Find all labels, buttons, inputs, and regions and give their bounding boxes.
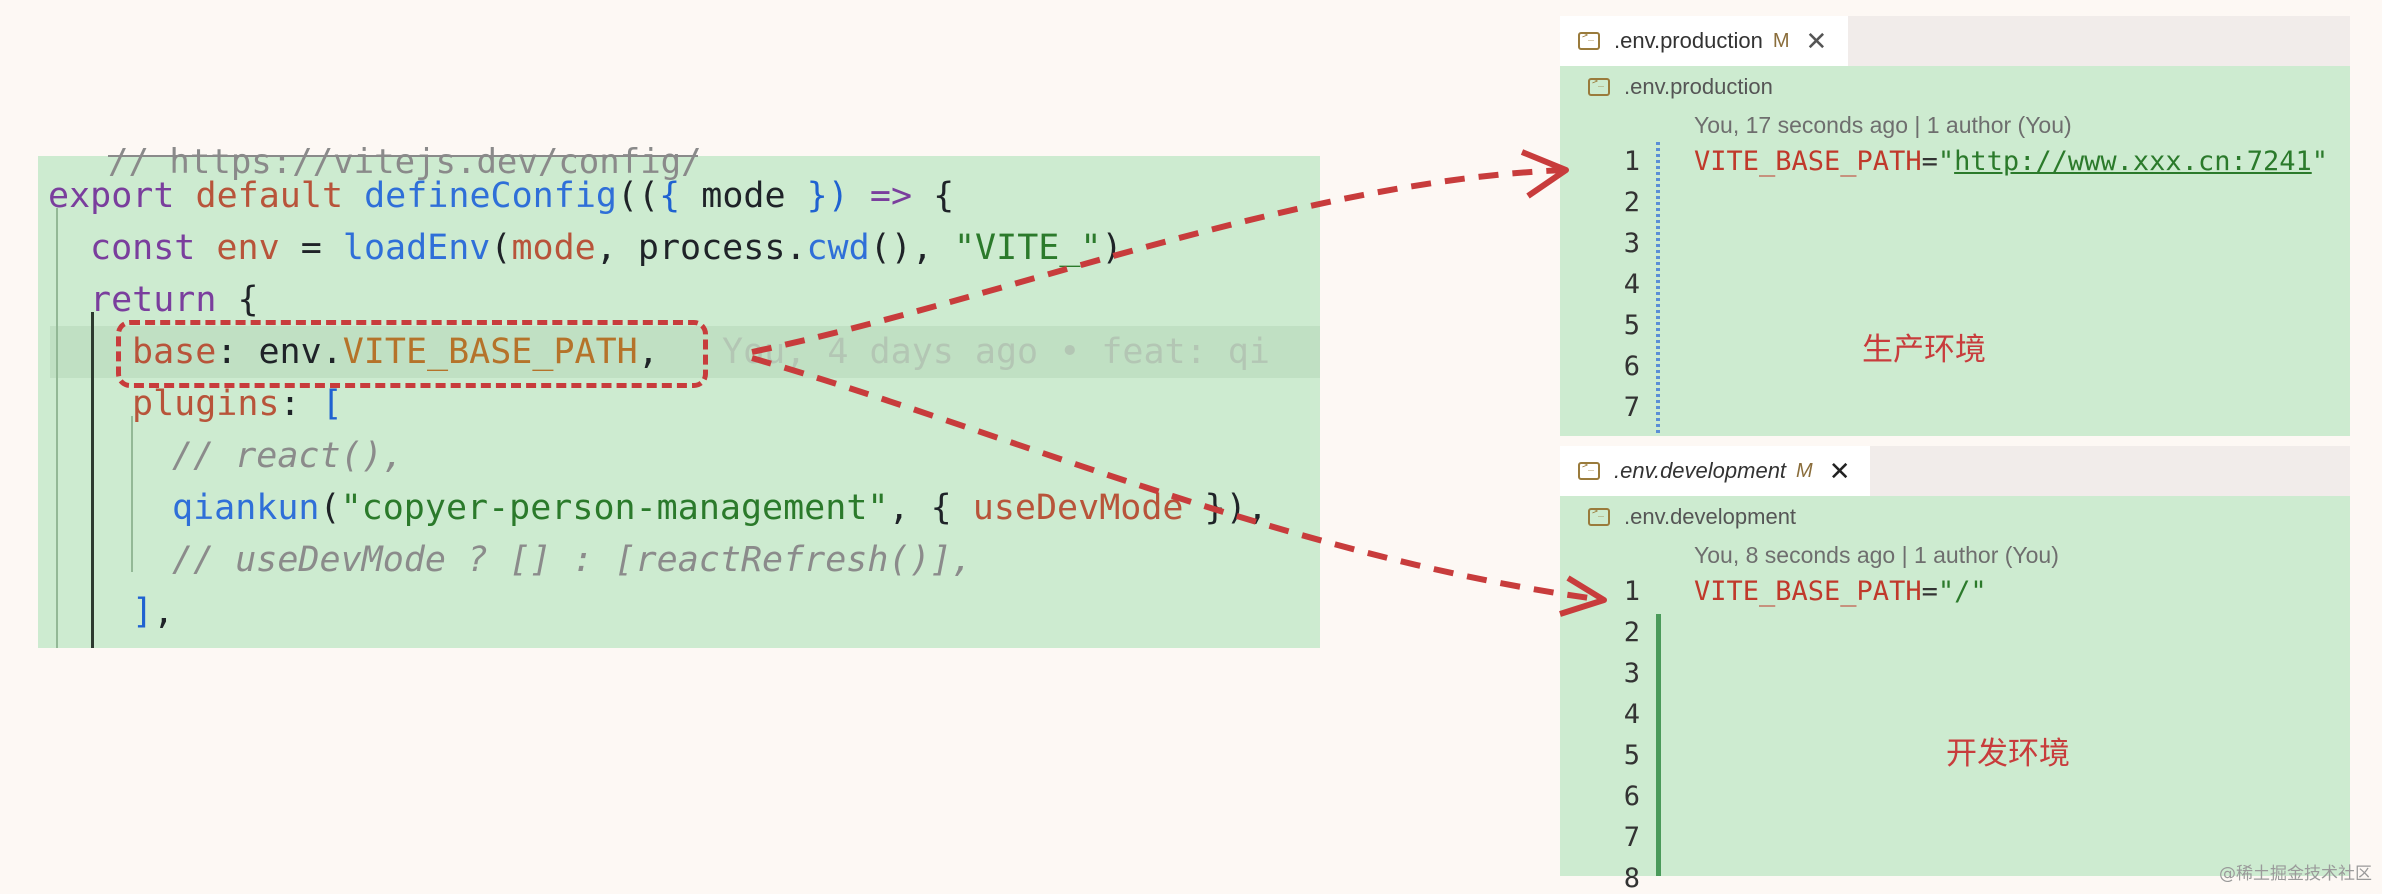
code-line-2: const env = loadEnv(mode, process.cwd(),… xyxy=(90,228,1123,268)
indent-guide-active xyxy=(91,312,94,648)
line-number: 7 xyxy=(1623,392,1640,423)
blame-info[interactable]: You, 8 seconds ago | 1 author (You) xyxy=(1694,542,2059,568)
watermark: @稀土掘金技术社区 xyxy=(2219,864,2372,884)
change-indicator xyxy=(1656,142,1660,436)
code-line-7: qiankun("copyer-person-management", { us… xyxy=(172,488,1268,528)
code-line-9: ], xyxy=(132,592,175,632)
tab-env-development[interactable]: .env.development M ✕ xyxy=(1560,446,1870,496)
line-number: 2 xyxy=(1623,187,1640,218)
development-editor: .env.development M ✕ .env.development Yo… xyxy=(1560,446,2350,894)
line-number: 1 xyxy=(1623,146,1640,177)
development-tab-bar: .env.development M ✕ xyxy=(1560,446,2350,496)
url-link: http://www.xxx.cn:7241 xyxy=(1954,146,2312,177)
line-number: 2 xyxy=(1623,617,1640,648)
arrowhead-development xyxy=(1559,575,1607,617)
modified-badge: M xyxy=(1772,29,1790,52)
code-line-1: export default defineConfig(({ mode }) =… xyxy=(48,176,955,216)
close-icon[interactable]: ✕ xyxy=(1828,455,1851,486)
production-editor-body: .env.production You, 17 seconds ago | 1 … xyxy=(1560,66,2350,436)
cut-off-comment: // https://vitejs.dev/config/ xyxy=(108,142,702,182)
indent-guide xyxy=(56,208,58,648)
line-number: 3 xyxy=(1623,228,1640,259)
close-icon[interactable]: ✕ xyxy=(1805,25,1828,56)
base-path-callout xyxy=(116,320,708,388)
env-line-1[interactable]: VITE_BASE_PATH="/" xyxy=(1694,576,1987,607)
code-line-4: base: env.VITE_BASE_PATH, You, 4 days ag… xyxy=(132,332,1270,372)
line-number: 6 xyxy=(1623,351,1640,382)
terminal-file-icon xyxy=(1578,30,1600,50)
terminal-file-icon xyxy=(1578,460,1600,480)
arrow-to-production xyxy=(751,167,1567,355)
line-number: 6 xyxy=(1623,781,1640,812)
code-line-3: return { xyxy=(90,280,259,320)
line-number: 8 xyxy=(1623,863,1640,894)
line-number: 3 xyxy=(1623,658,1640,689)
line-number: 5 xyxy=(1623,310,1640,341)
production-tab-bar: .env.production M ✕ xyxy=(1560,16,2350,66)
line-number: 1 xyxy=(1623,576,1640,607)
arrowhead-production xyxy=(1520,149,1569,199)
terminal-file-icon xyxy=(1588,506,1610,526)
breadcrumb[interactable]: .env.production xyxy=(1588,74,1773,100)
code-editor-panel: // https://vitejs.dev/config/ export def… xyxy=(38,142,1320,648)
blame-info[interactable]: You, 17 seconds ago | 1 author (You) xyxy=(1694,112,2072,138)
env-line-1[interactable]: VITE_BASE_PATH="http://www.xxx.cn:7241" xyxy=(1694,146,2328,177)
production-editor: .env.production M ✕ .env.production You,… xyxy=(1560,16,2350,436)
line-number: 5 xyxy=(1623,740,1640,771)
breadcrumb[interactable]: .env.development xyxy=(1588,504,1796,530)
indent-guide xyxy=(131,416,133,572)
current-line-highlight xyxy=(50,326,1320,378)
code-line-6: // react(), xyxy=(172,436,404,476)
development-editor-body: .env.development You, 8 seconds ago | 1 … xyxy=(1560,496,2350,894)
arrow-to-development xyxy=(751,355,1605,603)
line-number: 7 xyxy=(1623,822,1640,853)
tab-title: .env.production xyxy=(1614,28,1763,53)
change-indicator xyxy=(1656,614,1661,876)
line-number: 4 xyxy=(1623,699,1640,730)
development-label: 开发环境 xyxy=(1946,736,2070,772)
code-line-5: plugins: [ xyxy=(132,384,343,424)
tab-env-production[interactable]: .env.production M ✕ xyxy=(1560,16,1848,66)
code-line-8: // useDevMode ? [] : [reactRefresh()], xyxy=(172,540,973,580)
production-label: 生产环境 xyxy=(1862,332,1986,368)
terminal-file-icon xyxy=(1588,76,1610,96)
line-number: 4 xyxy=(1623,269,1640,300)
tab-title: .env.development xyxy=(1614,458,1787,483)
modified-badge: M xyxy=(1796,459,1813,482)
